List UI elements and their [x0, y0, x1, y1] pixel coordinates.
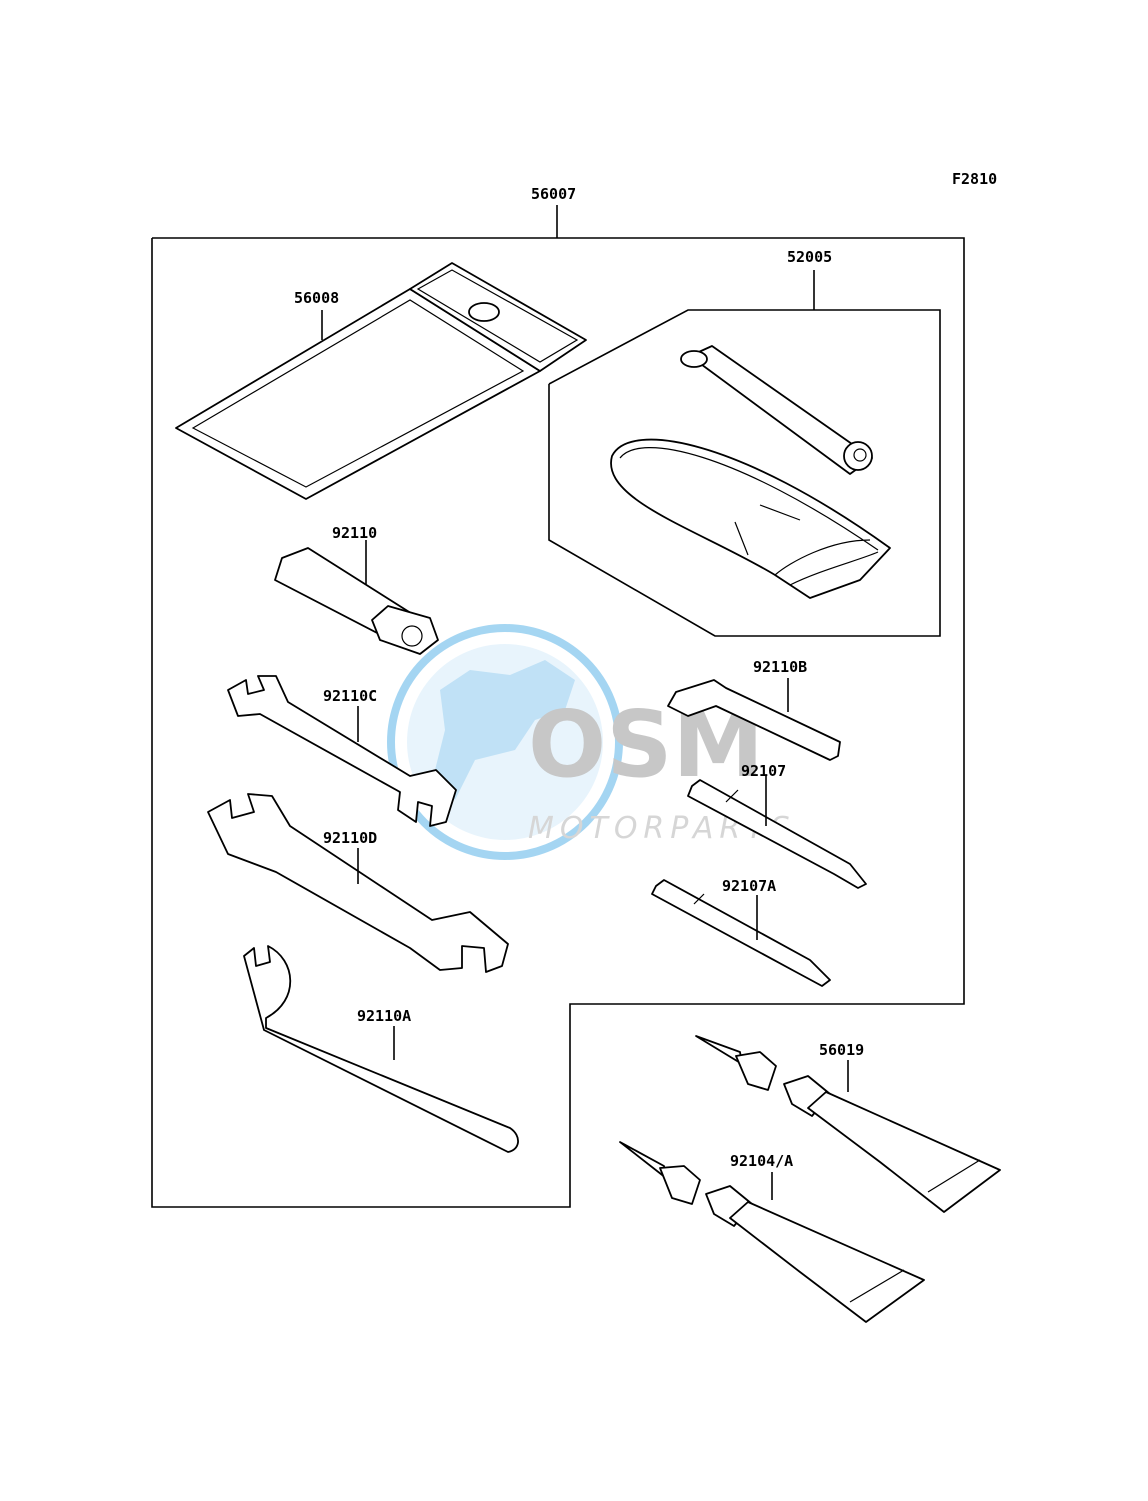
label-92107: 92107 [741, 762, 786, 780]
tool-kit-frame: 56007 [151, 185, 965, 1208]
tool-pouch: 56008 [175, 262, 587, 500]
label-92110C: 92110C [323, 687, 377, 705]
grease-tube: 56019 [695, 1035, 1001, 1213]
spark-plug-wrench: 92110 [274, 524, 439, 655]
hex-key: 92110B [667, 658, 841, 761]
screwdriver-bit: 92107 [687, 762, 867, 889]
label-92110B: 92110B [753, 658, 807, 676]
label-56007: 56007 [531, 185, 576, 203]
open-wrench-large: 92110D [207, 793, 509, 973]
label-52005: 52005 [787, 248, 832, 266]
label-92107A: 92107A [722, 877, 776, 895]
open-wrench-small: 92110C [227, 675, 457, 827]
label-56019: 56019 [819, 1041, 864, 1059]
label-92104A: 92104/A [730, 1152, 793, 1170]
globe-icon [387, 624, 623, 860]
hook-wrench: 92110A [243, 945, 519, 1153]
label-92110A: 92110A [357, 1007, 411, 1025]
label-92110: 92110 [332, 524, 377, 542]
label-56008: 56008 [294, 289, 339, 307]
figure-code: F2810 [952, 170, 997, 188]
grease-tube-alt: 92104/A [619, 1141, 925, 1323]
label-92110D: 92110D [323, 829, 377, 847]
sub-kit-frame: 52005 [548, 248, 941, 637]
screwdriver-bit-alt: 92107A [651, 877, 831, 987]
